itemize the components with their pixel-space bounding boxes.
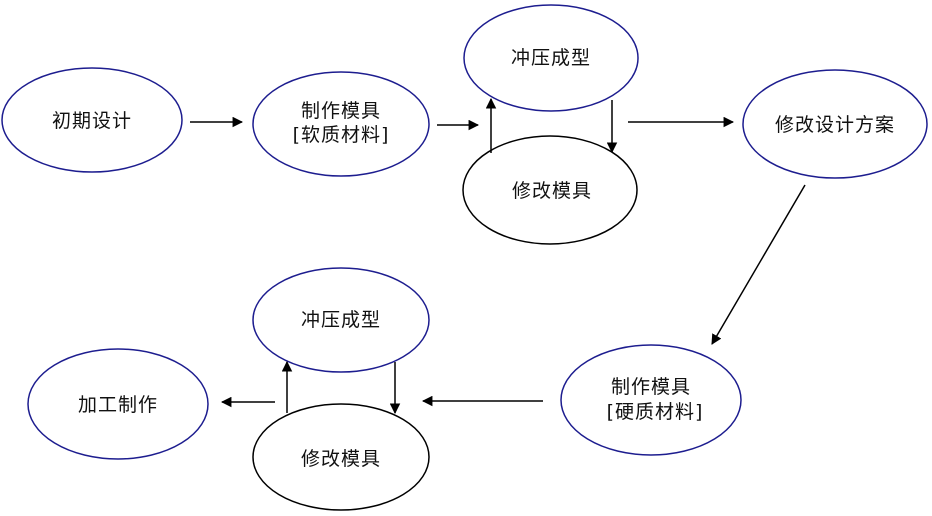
node-final-processing [27,348,209,460]
label-make-mold-hard-1: 制作模具 [611,376,691,398]
label-stamping-bottom: 冲压成型 [301,309,381,331]
label-revise-design: 修改设计方案 [775,114,895,136]
label-initial-design: 初期设计 [52,110,132,132]
node-modify-mold-top [462,135,638,245]
node-initial-design [1,67,183,173]
label-make-mold-soft-2: [软质材料] [293,124,390,146]
label-modify-mold-top: 修改模具 [512,180,592,202]
arrow-revise-to-hard [711,184,806,345]
node-make-mold-hard [560,344,742,456]
label-final-processing: 加工制作 [78,394,158,416]
node-revise-design [742,69,928,179]
label-stamping-top: 冲压成型 [511,47,591,69]
node-modify-mold-bottom [252,403,430,511]
node-stamping-top [463,4,639,112]
label-modify-mold-bottom: 修改模具 [301,448,381,470]
node-stamping-bottom [252,267,430,373]
label-make-mold-soft-1: 制作模具 [301,100,381,122]
label-make-mold-hard-2: [硬质材料] [607,401,704,423]
node-make-mold-soft [252,71,430,177]
